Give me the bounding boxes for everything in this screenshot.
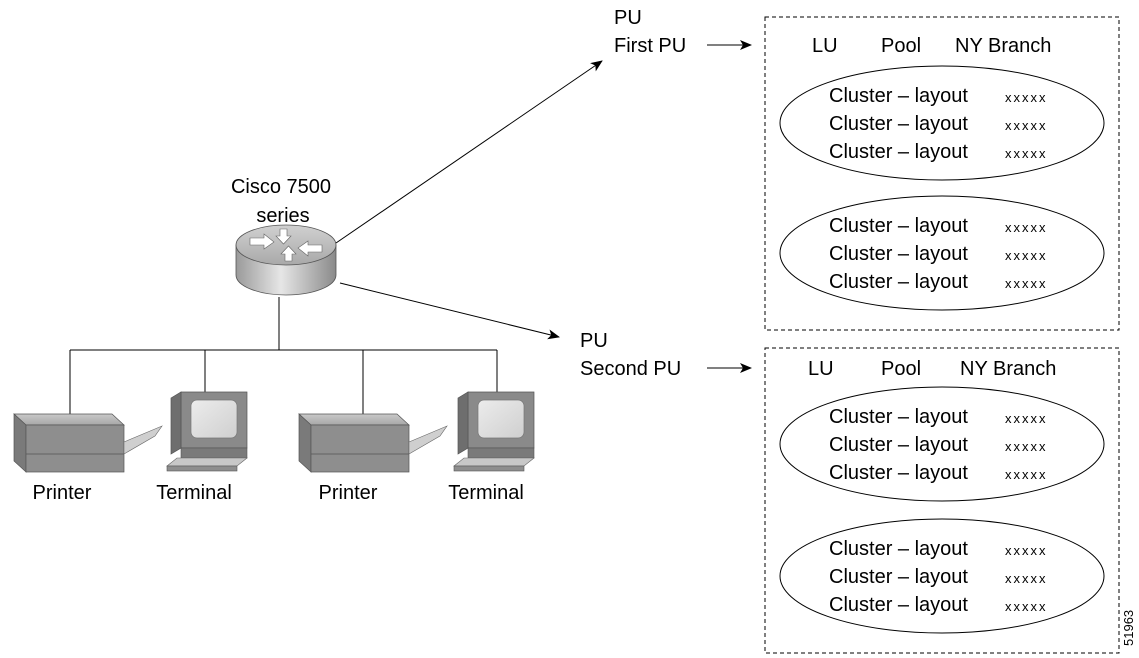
cluster-line: Cluster – layout: [829, 594, 968, 616]
router-label-line1: Cisco 7500: [231, 176, 331, 198]
device-label: Terminal: [448, 482, 524, 504]
device-label: Printer: [319, 482, 378, 504]
cluster-mark: xxxxx: [1005, 467, 1048, 482]
cluster-line: Cluster – layout: [829, 243, 968, 265]
cluster-group: [779, 518, 1105, 634]
lu-header: LU: [808, 358, 834, 380]
cluster-line: Cluster – layout: [829, 538, 968, 560]
cluster-line: Cluster – layout: [829, 271, 968, 293]
cluster-group: [779, 65, 1105, 181]
pu-name: Second PU: [580, 358, 681, 380]
router-icon: [235, 224, 337, 296]
cluster-mark: xxxxx: [1005, 439, 1048, 454]
cluster-mark: xxxxx: [1005, 118, 1048, 133]
figure-id: 51963: [1121, 610, 1136, 646]
terminal-icon: [166, 391, 248, 472]
cluster-group: [779, 195, 1105, 311]
device-label: Printer: [33, 482, 92, 504]
pu-name: First PU: [614, 35, 686, 57]
arrow-to-second-pu: [339, 282, 560, 340]
cluster-mark: xxxxx: [1005, 571, 1048, 586]
lu-header: LU: [812, 35, 838, 57]
pool-header: Pool: [881, 358, 921, 380]
pool-header: Pool: [881, 35, 921, 57]
device-label: Terminal: [156, 482, 232, 504]
arrow-to-first-pu: [335, 60, 603, 244]
cluster-line: Cluster – layout: [829, 566, 968, 588]
cluster-line: Cluster – layout: [829, 85, 968, 107]
cluster-mark: xxxxx: [1005, 543, 1048, 558]
pu-label: PU: [580, 330, 608, 352]
cluster-line: Cluster – layout: [829, 141, 968, 163]
cluster-line: Cluster – layout: [829, 406, 968, 428]
pu-label: PU: [614, 7, 642, 29]
cluster-mark: xxxxx: [1005, 411, 1048, 426]
cluster-mark: xxxxx: [1005, 248, 1048, 263]
printer-icon: [298, 413, 448, 473]
branch-header: NY Branch: [955, 35, 1051, 57]
lu-pool-box: LU Pool NY Branch Cluster – layout xxxxx…: [764, 16, 1120, 331]
cluster-line: Cluster – layout: [829, 434, 968, 456]
cluster-line: Cluster – layout: [829, 113, 968, 135]
cluster-mark: xxxxx: [1005, 599, 1048, 614]
cluster-line: Cluster – layout: [829, 215, 968, 237]
router-label-line2: series: [256, 205, 309, 227]
branch-header: NY Branch: [960, 358, 1056, 380]
cluster-mark: xxxxx: [1005, 276, 1048, 291]
lan-bus: [69, 297, 498, 414]
cluster-mark: xxxxx: [1005, 146, 1048, 161]
cluster-group: [779, 386, 1105, 502]
cluster-mark: xxxxx: [1005, 90, 1048, 105]
terminal-icon: [453, 391, 535, 472]
printer-icon: [13, 413, 163, 473]
cluster-mark: xxxxx: [1005, 220, 1048, 235]
cluster-line: Cluster – layout: [829, 462, 968, 484]
lu-pool-box: LU Pool NY Branch Cluster – layout xxxxx…: [764, 347, 1120, 654]
